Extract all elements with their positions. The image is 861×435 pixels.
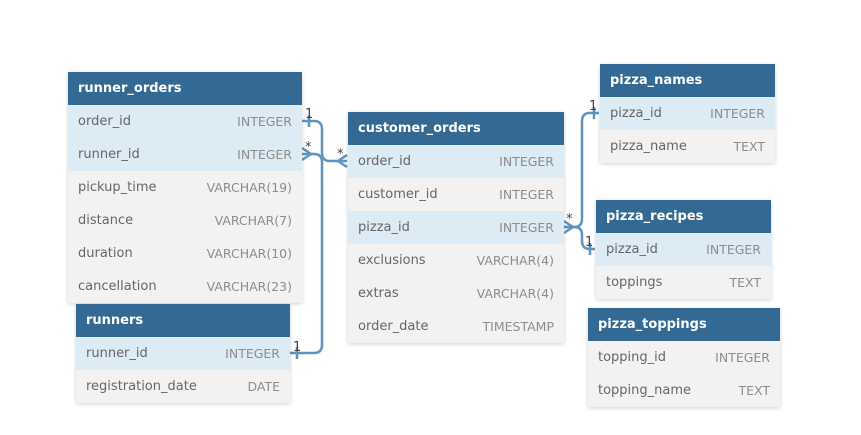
table-row: pizza_id INTEGER — [600, 97, 775, 130]
table-row: pizza_id INTEGER — [596, 233, 771, 266]
column-name: extras — [358, 286, 399, 301]
column-name: pizza_name — [610, 139, 687, 154]
cardinality-many-runner-orders: * — [305, 140, 312, 155]
column-type: DATE — [247, 379, 280, 394]
column-name: exclusions — [358, 253, 426, 268]
column-name: order_id — [78, 114, 132, 129]
crowfoot-runner-orders — [301, 146, 313, 162]
column-type: INTEGER — [710, 106, 765, 121]
table-title: pizza_toppings — [588, 308, 780, 341]
column-name: pizza_id — [358, 220, 410, 235]
column-name: pizza_id — [606, 242, 658, 257]
crowfoot-customer-orders-pizza-id — [563, 219, 575, 235]
table-title: runners — [76, 304, 290, 337]
table-title: customer_orders — [348, 112, 564, 145]
column-type: VARCHAR(7) — [214, 213, 292, 228]
column-name: topping_id — [598, 350, 667, 365]
column-name: order_date — [358, 319, 429, 334]
cardinality-one-pizza-names: 1 — [589, 99, 598, 114]
link-customer-orders-to-pizza-names — [564, 111, 599, 229]
column-type: INTEGER — [715, 350, 770, 365]
table-title: pizza_names — [600, 64, 775, 97]
cardinality-one-runners: 1 — [293, 340, 302, 355]
column-name: topping_name — [598, 383, 692, 398]
crowfoot-customer-orders-order-id — [336, 153, 348, 169]
column-name: runner_id — [86, 346, 148, 361]
column-name: duration — [78, 246, 133, 261]
column-name: toppings — [606, 275, 663, 290]
column-name: distance — [78, 213, 134, 228]
column-type: TEXT — [738, 383, 770, 398]
column-type: INTEGER — [706, 242, 761, 257]
table-row: pickup_time VARCHAR(19) — [68, 171, 302, 204]
column-type: VARCHAR(4) — [476, 253, 554, 268]
column-name: customer_id — [358, 187, 438, 202]
column-type: TIMESTAMP — [482, 319, 554, 334]
table-title: pizza_recipes — [596, 200, 771, 233]
table-title: runner_orders — [68, 72, 302, 105]
table-row: order_id INTEGER — [68, 105, 302, 138]
table-pizza-toppings[interactable]: pizza_toppings topping_id INTEGER topping… — [588, 308, 780, 407]
column-type: VARCHAR(4) — [476, 286, 554, 301]
link-customer-orders-to-pizza-recipes — [564, 225, 595, 251]
table-row: topping_name TEXT — [588, 374, 780, 407]
table-row: cancellation VARCHAR(23) — [68, 270, 302, 303]
table-row: order_id INTEGER — [348, 145, 564, 178]
table-row: customer_id INTEGER — [348, 178, 564, 211]
column-name: cancellation — [78, 279, 157, 294]
column-type: INTEGER — [499, 187, 554, 202]
cardinality-many-customer-orders-pizza-id: * — [566, 212, 573, 227]
table-row: duration VARCHAR(10) — [68, 237, 302, 270]
column-name: pickup_time — [78, 180, 157, 195]
column-type: TEXT — [733, 139, 765, 154]
table-row: exclusions VARCHAR(4) — [348, 244, 564, 277]
column-type: INTEGER — [499, 220, 554, 235]
column-type: VARCHAR(23) — [206, 279, 292, 294]
table-row: extras VARCHAR(4) — [348, 277, 564, 310]
table-row: toppings TEXT — [596, 266, 771, 299]
column-name: order_id — [358, 154, 412, 169]
table-pizza-names[interactable]: pizza_names pizza_id INTEGER pizza_name TE… — [600, 64, 775, 163]
column-type: INTEGER — [237, 147, 292, 162]
table-row: runner_id INTEGER — [68, 138, 302, 171]
table-row: topping_id INTEGER — [588, 341, 780, 374]
column-name: pizza_id — [610, 106, 662, 121]
table-runners[interactable]: runners runner_id INTEGER registration_da… — [76, 304, 290, 403]
table-row: distance VARCHAR(7) — [68, 204, 302, 237]
column-name: registration_date — [86, 379, 197, 394]
table-pizza-recipes[interactable]: pizza_recipes pizza_id INTEGER toppings TE… — [596, 200, 771, 299]
column-type: INTEGER — [499, 154, 554, 169]
cardinality-many-customer-orders-order-id: * — [337, 147, 344, 162]
column-type: VARCHAR(19) — [206, 180, 292, 195]
cardinality-one-pizza-recipes: 1 — [585, 235, 594, 250]
table-row: pizza_id INTEGER — [348, 211, 564, 244]
link-runner-orders-to-runners — [290, 152, 324, 355]
link-customer-orders-to-runner-orders — [302, 119, 347, 163]
table-row: pizza_name TEXT — [600, 130, 775, 163]
table-row: order_date TIMESTAMP — [348, 310, 564, 343]
table-row: registration_date DATE — [76, 370, 290, 403]
column-type: INTEGER — [225, 346, 280, 361]
cardinality-one-runner-orders: 1 — [305, 107, 314, 122]
column-name: runner_id — [78, 147, 140, 162]
column-type: INTEGER — [237, 114, 292, 129]
table-row: runner_id INTEGER — [76, 337, 290, 370]
column-type: VARCHAR(10) — [206, 246, 292, 261]
column-type: TEXT — [729, 275, 761, 290]
